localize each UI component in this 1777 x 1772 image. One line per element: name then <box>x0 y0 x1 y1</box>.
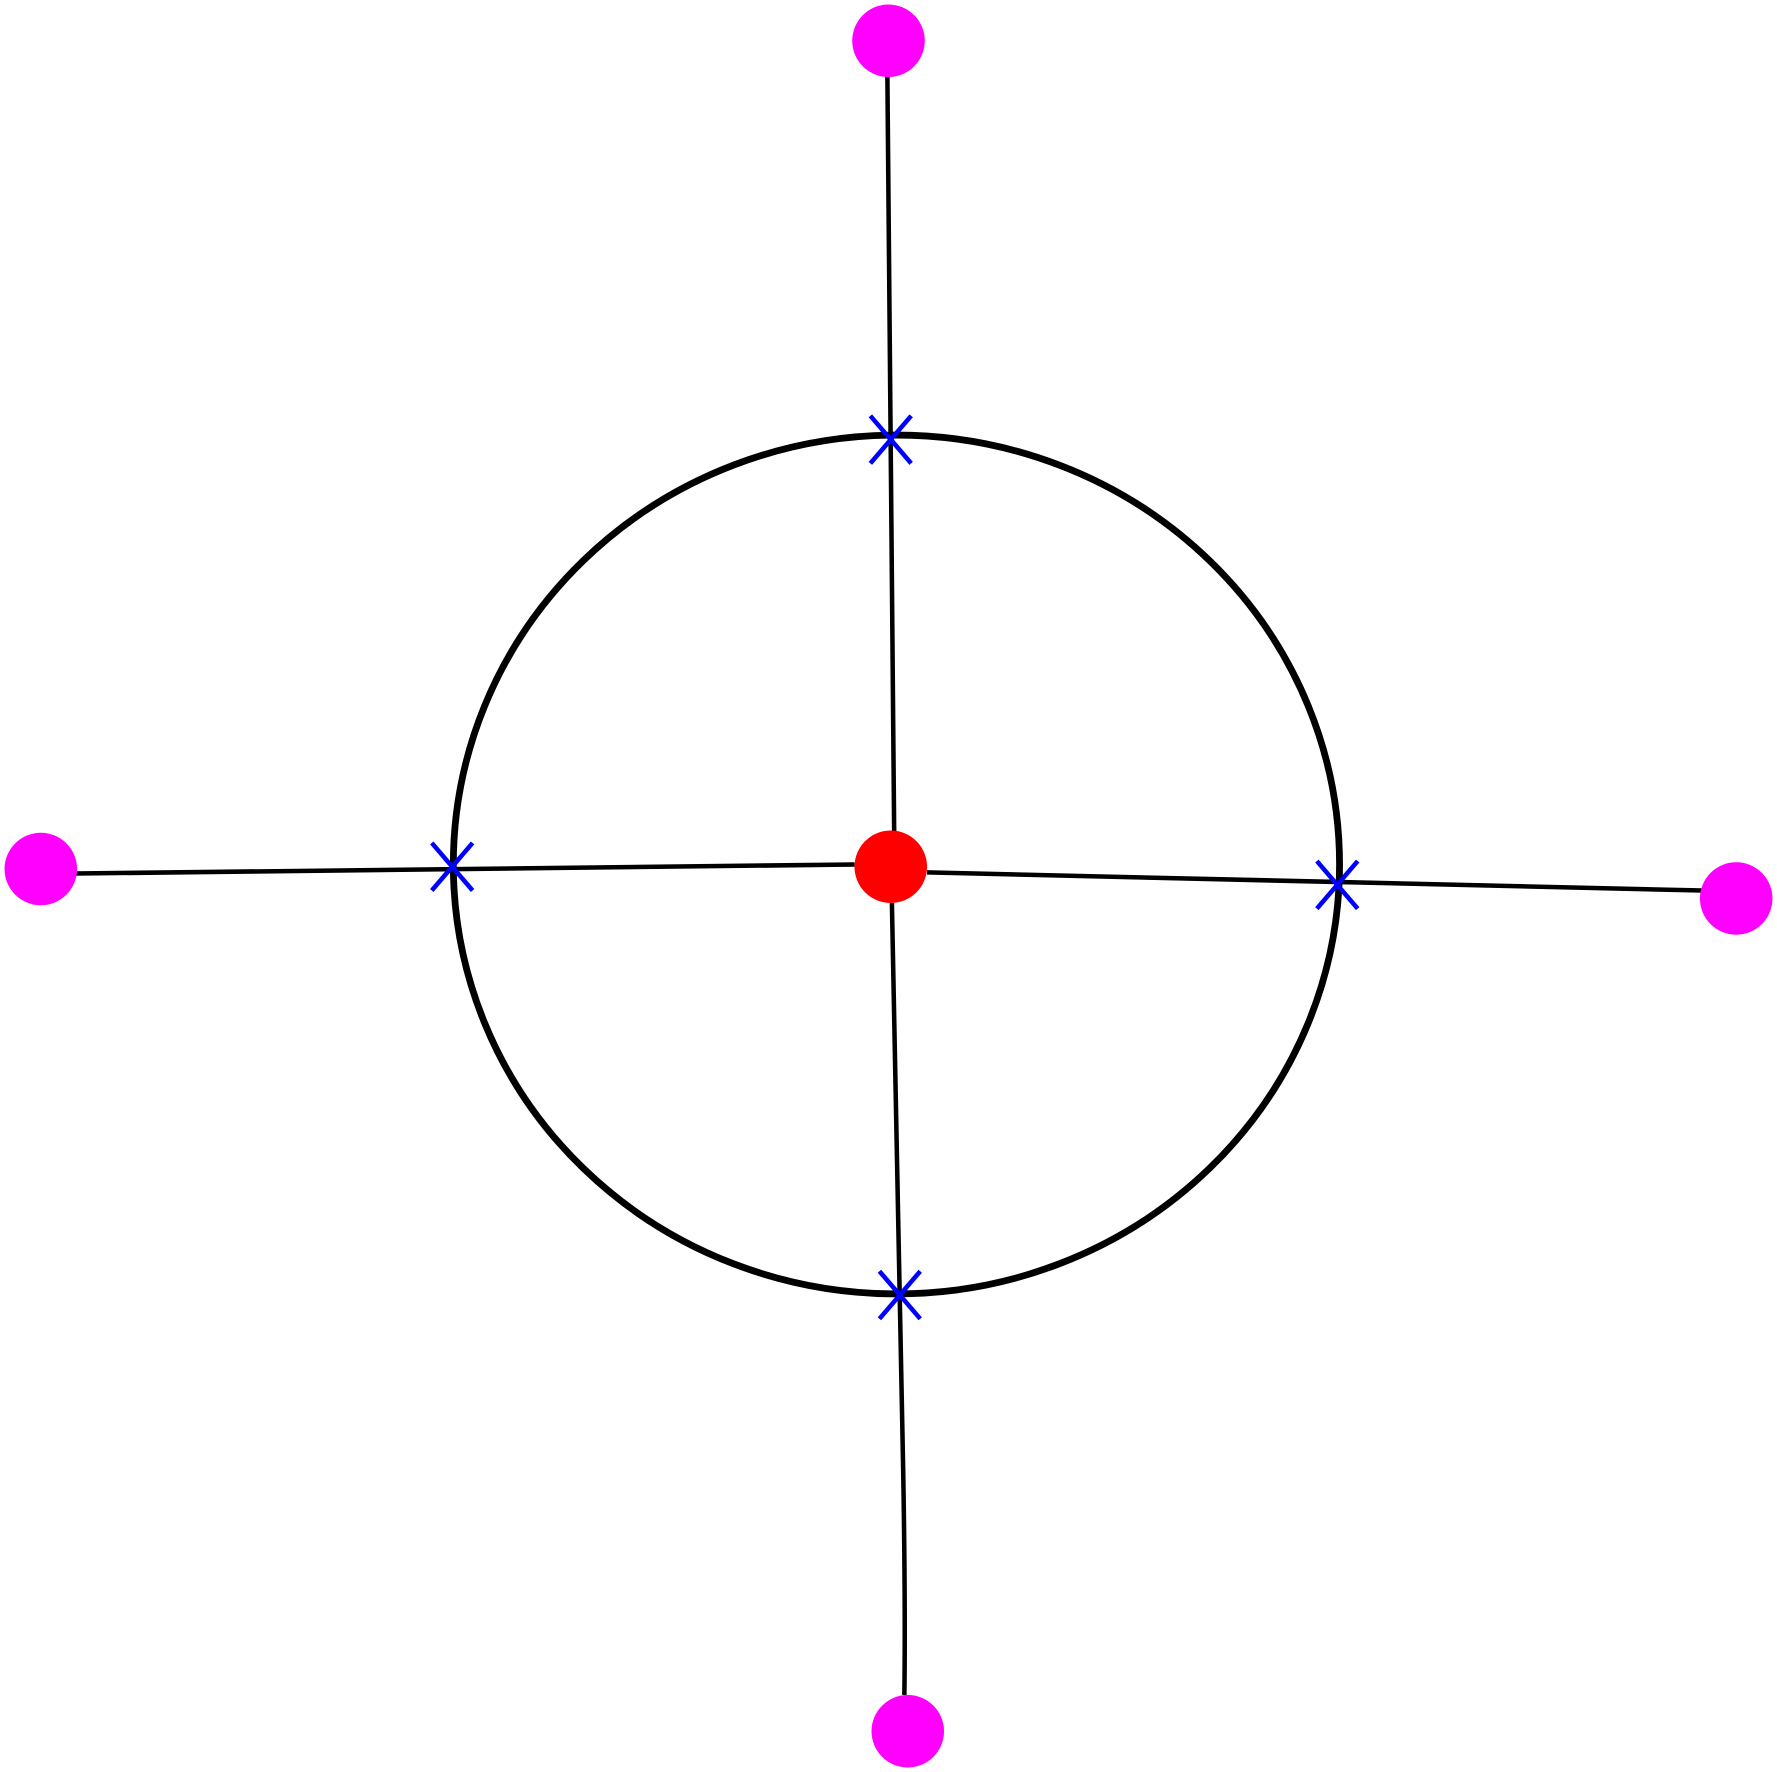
x-marker-icon <box>877 1269 922 1321</box>
outer-node-left <box>4 832 78 906</box>
center-node <box>854 830 928 903</box>
outer-node-right <box>1699 862 1773 935</box>
outer-node-top <box>852 4 925 78</box>
x-marker-icon <box>1315 859 1360 911</box>
edge-center-top <box>885 74 897 833</box>
x-marker-icon <box>868 414 913 465</box>
edge-center-bottom <box>889 902 908 1695</box>
edge-center-left <box>74 862 855 876</box>
outer-node-bottom <box>871 1694 945 1768</box>
x-marker-icon <box>430 841 475 893</box>
edge-center-right <box>926 870 1703 893</box>
